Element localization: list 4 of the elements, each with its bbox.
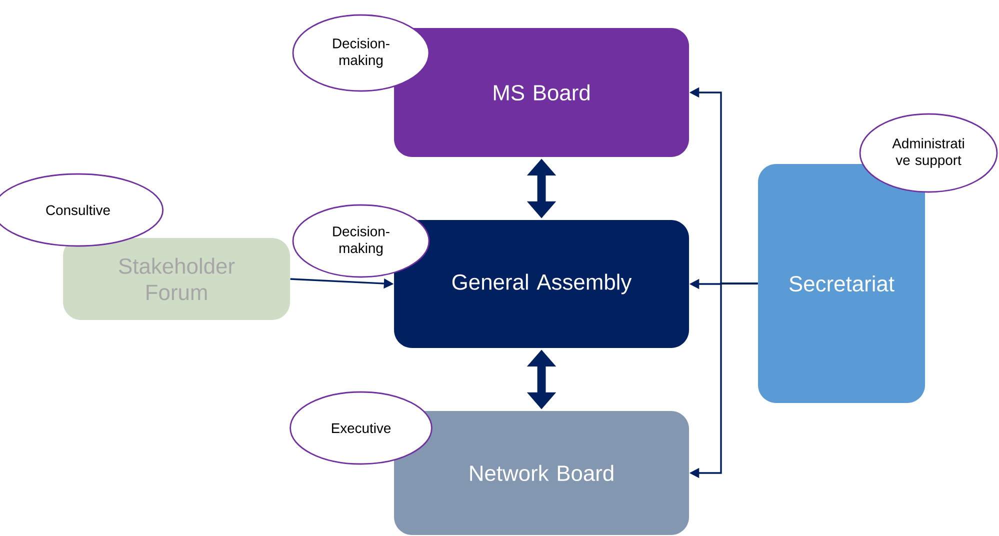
process-box: Network Board [394,411,690,535]
process-box: Secretariat [758,164,926,403]
process-box: General Assembly [394,220,690,348]
process-box: MS Board [394,28,690,157]
